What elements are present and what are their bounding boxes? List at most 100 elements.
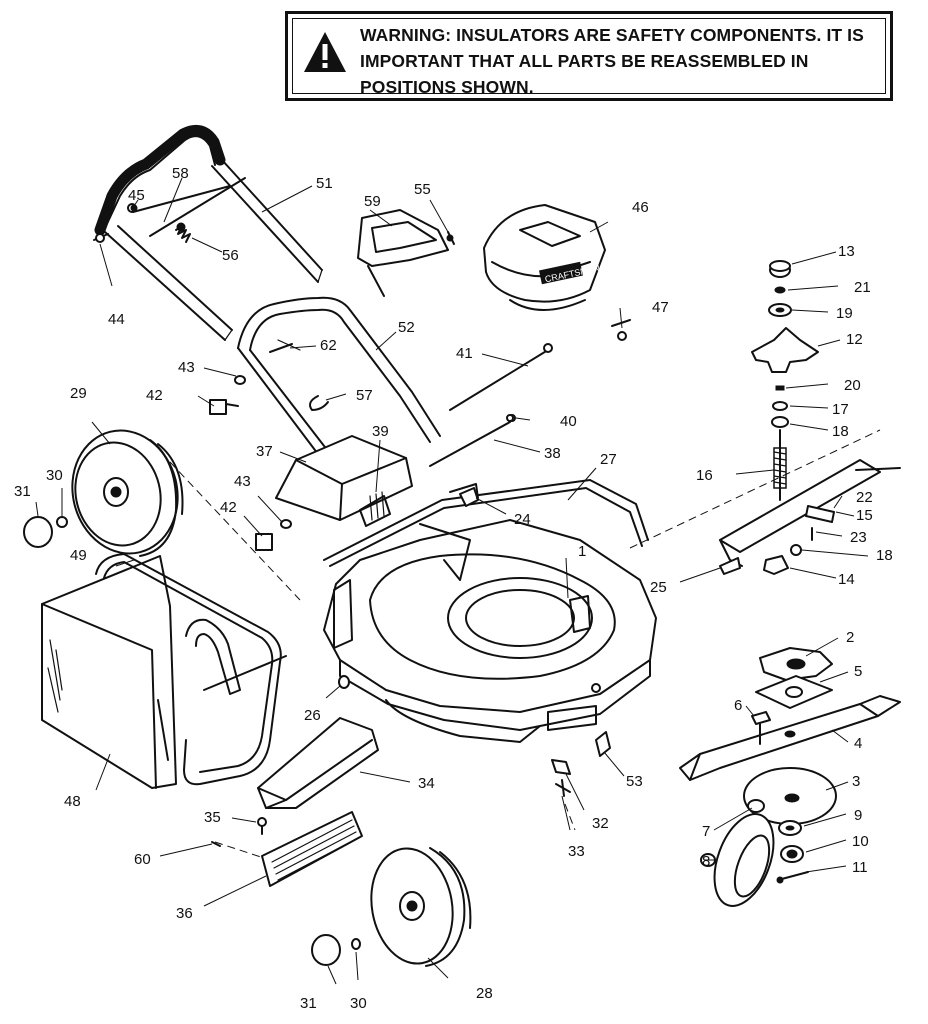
warning-box: WARNING: INSULATORS ARE SAFETY COMPONENT…	[285, 11, 893, 101]
knob-cap-13	[769, 260, 791, 278]
washer-30-rear	[56, 516, 68, 528]
retainer-20	[775, 385, 785, 391]
bracket-24	[459, 487, 479, 507]
callout-44: 44	[108, 311, 125, 328]
callout-48: 48	[64, 793, 81, 810]
washer-17	[772, 401, 788, 411]
callout-14: 14	[838, 571, 855, 588]
washer-9	[778, 820, 802, 836]
callout-23: 23	[850, 529, 867, 546]
deck	[323, 519, 657, 743]
callout-60: 60	[134, 851, 151, 868]
washer-7	[747, 799, 765, 813]
knob-42-upper	[209, 399, 239, 415]
callout-25: 25	[650, 579, 667, 596]
hubcap-31-rear	[23, 516, 53, 548]
callout-6: 6	[734, 697, 742, 714]
rear-wheel	[71, 429, 184, 557]
washer-43-upper	[234, 375, 246, 385]
callout-19: 19	[836, 305, 853, 322]
rear-flap	[261, 811, 363, 887]
callout-55: 55	[414, 181, 431, 198]
callout-33: 33	[568, 843, 585, 860]
callout-26: 26	[304, 707, 321, 724]
plug-26	[338, 675, 350, 689]
callout-21: 21	[854, 279, 871, 296]
callout-34: 34	[418, 775, 435, 792]
clip-53	[595, 731, 611, 757]
blade-plate-5	[755, 675, 833, 709]
callout-37: 37	[256, 443, 273, 460]
callout-49: 49	[70, 547, 87, 564]
knob-42-lower	[255, 533, 273, 551]
screw-45	[130, 204, 138, 212]
callout-13: 13	[838, 243, 855, 260]
callout-11: 11	[852, 859, 868, 876]
leader-lines	[35, 177, 869, 985]
callout-22: 22	[856, 489, 873, 506]
callout-15: 15	[856, 507, 873, 524]
callout-35: 35	[204, 809, 221, 826]
callout-47: 47	[652, 299, 669, 316]
callout-20: 20	[844, 377, 861, 394]
callout-27: 27	[600, 451, 617, 468]
clip-32	[551, 759, 571, 775]
callout-1: 1	[578, 543, 586, 560]
callout-62: 62	[320, 337, 337, 354]
callout-42-lower: 42	[220, 499, 237, 516]
callout-46: 46	[632, 199, 649, 216]
engine-shroud: CRAFTSMAN	[483, 204, 631, 341]
hubcap-31-front	[311, 934, 341, 966]
callout-42-upper: 42	[146, 387, 163, 404]
callout-51: 51	[316, 175, 333, 192]
callout-36: 36	[176, 905, 193, 922]
callout-32: 32	[592, 815, 609, 832]
callout-38: 38	[544, 445, 561, 462]
callout-9: 9	[854, 807, 862, 824]
screw-35	[257, 817, 267, 835]
washer-21	[774, 286, 786, 294]
callout-2: 2	[846, 629, 854, 646]
callout-43-lower: 43	[234, 473, 251, 490]
blade-4	[679, 695, 901, 781]
callout-53: 53	[626, 773, 643, 790]
callout-18-upper: 18	[832, 423, 849, 440]
callout-30-rear: 30	[46, 467, 63, 484]
bracket-59	[357, 209, 454, 297]
screw-60	[211, 841, 221, 847]
callout-30-front: 30	[350, 995, 367, 1012]
callout-16: 16	[696, 467, 713, 484]
callout-41: 41	[456, 345, 473, 362]
height-knob-12	[751, 327, 819, 373]
callout-4: 4	[854, 735, 862, 752]
callout-24: 24	[514, 511, 531, 528]
rear-axle	[323, 479, 649, 567]
grass-bag	[41, 555, 177, 789]
construction-lines	[169, 429, 881, 861]
lock-washer-10	[780, 845, 804, 863]
callout-18-lower: 18	[876, 547, 893, 564]
bolt-11	[776, 871, 809, 884]
callout-58: 58	[172, 165, 189, 182]
callout-17: 17	[832, 401, 849, 418]
blade-bolt-6	[751, 711, 771, 745]
bracket-22	[805, 505, 835, 523]
front-wheel	[370, 847, 472, 967]
upper-handle	[94, 124, 323, 341]
callout-31-rear: 31	[14, 483, 31, 500]
chute-deflector	[257, 717, 379, 809]
callout-56: 56	[222, 247, 239, 264]
callout-59: 59	[364, 193, 381, 210]
callout-7: 7	[702, 823, 710, 840]
callout-3: 3	[852, 773, 860, 790]
rear-door	[275, 435, 413, 527]
blade-disc-3	[743, 767, 837, 825]
screw-55	[447, 231, 455, 245]
washer-43-lower	[280, 519, 292, 529]
callout-57: 57	[356, 387, 373, 404]
washer-19	[768, 303, 792, 317]
cable-tie-62	[269, 343, 293, 353]
rod-38	[429, 414, 516, 467]
callout-31-front: 31	[300, 995, 317, 1012]
